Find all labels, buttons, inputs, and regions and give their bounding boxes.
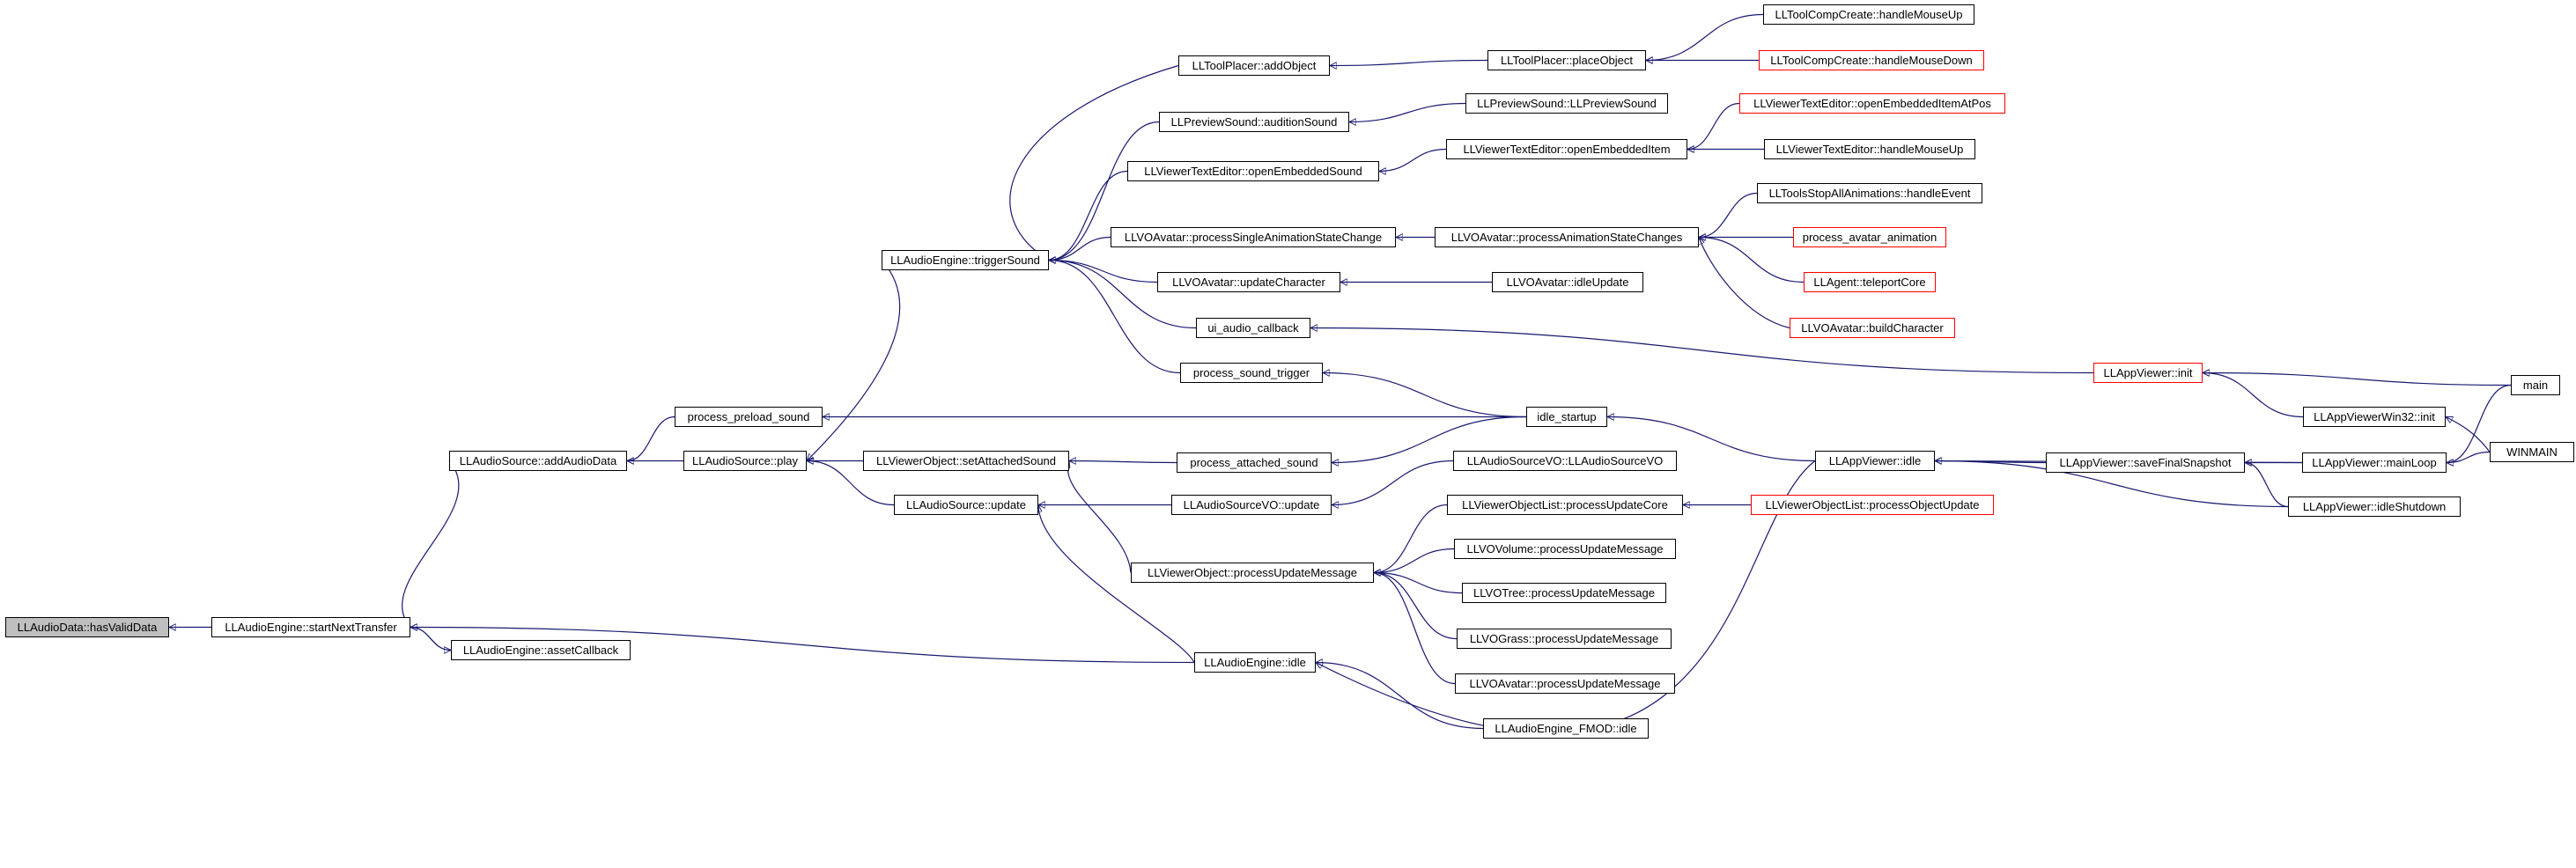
graph-node-ui-audio-callback[interactable]: ui_audio_callback (1196, 318, 1310, 338)
edge-buildCharacter-to-animChanges (1699, 238, 1790, 329)
edge-winmain-to-mainLoop (2447, 451, 2491, 463)
edge-appInit-to-uiAudioCallback (1310, 328, 2094, 374)
graph-node-h-mouse-up1[interactable]: LLToolCompCreate::handleMouseUp (1763, 4, 1974, 25)
graph-node-attached-sound[interactable]: process_attached_sound (1177, 452, 1332, 473)
edge-grassPUM-to-processUpdateMessage (1374, 573, 1458, 640)
edge-winmain-to-win32Init (2446, 416, 2491, 452)
edge-avatarPUM-to-processUpdateMessage (1374, 573, 1456, 685)
edge-startNextTransfer-to-assetCallback (410, 626, 452, 651)
graph-node-idle-update[interactable]: LLVOAvatar::idleUpdate (1492, 272, 1643, 292)
edge-srcVOCtor-to-srcVOUpdate (1332, 460, 1454, 505)
edge-main-to-appInit (2203, 373, 2512, 386)
edge-srcUpdate-to-play (807, 461, 895, 506)
edge-volumePUM-to-processUpdateMessage (1374, 548, 1455, 573)
edge-idleStartup-to-processSoundTrigger (1323, 373, 1527, 418)
graph-node-set-attached-sound[interactable]: LLViewerObject::setAttachedSound (863, 451, 1069, 471)
edge-updateCharacter-to-triggerSound (1049, 261, 1158, 283)
edge-win32Init-to-appInit (2203, 373, 2304, 418)
edge-auditionSound-to-triggerSound (1049, 121, 1160, 261)
graph-node-src-v-o-ctor[interactable]: LLAudioSourceVO::LLAudioSourceVO (1453, 451, 1677, 471)
edge-engineIdle-to-srcUpdate (1038, 505, 1195, 663)
edge-engineIdle-to-startNextTransfer (410, 628, 1195, 664)
graph-node-main[interactable]: main (2511, 375, 2560, 395)
graph-node-teleport-core[interactable]: LLAgent::teleportCore (1804, 272, 1936, 292)
edge-idleShutdown-to-saveFinalSnapshot (2244, 463, 2289, 508)
graph-node-open-embedded-item[interactable]: LLViewerTextEditor::openEmbeddedItem (1446, 139, 1687, 159)
edge-hMouseUp1-to-placeObject (1646, 13, 1764, 61)
graph-node-single-anim[interactable]: LLVOAvatar::processSingleAnimationStateC… (1111, 227, 1396, 247)
edge-appIdle-to-idleStartup (1607, 417, 1816, 462)
edge-treePUM-to-processUpdateMessage (1374, 573, 1463, 594)
graph-node-stop-all-anims[interactable]: LLToolsStopAllAnimations::handleEvent (1757, 183, 1982, 203)
graph-node-play[interactable]: LLAudioSource::play (683, 451, 807, 471)
edge-main-to-mainLoop (2447, 384, 2512, 463)
graph-node-idle-startup[interactable]: idle_startup (1526, 407, 1607, 427)
edge-placeObject-to-addObject (1330, 59, 1488, 66)
graph-node-winmain[interactable]: WINMAIN (2490, 442, 2574, 462)
edge-previewCtor-to-auditionSound (1349, 102, 1466, 122)
edge-idleStartup-to-attachedSound (1332, 416, 1527, 463)
graph-node-audition-sound[interactable]: LLPreviewSound::auditionSound (1159, 112, 1349, 132)
graph-node-idle-shutdown[interactable]: LLAppViewer::idleShutdown (2288, 497, 2461, 517)
edge-processUpdateMessage-to-setAttachedSound (1067, 461, 1132, 573)
edge-teleportCore-to-animChanges (1699, 238, 1805, 283)
graph-node-app-idle[interactable]: LLAppViewer::idle (1815, 451, 1935, 471)
edge-openItemAtPos-to-openEmbeddedItem (1687, 102, 1740, 150)
graph-node-tree-p-u-m[interactable]: LLVOTree::processUpdateMessage (1462, 583, 1666, 603)
edge-openEmbeddedSound-to-triggerSound (1049, 170, 1128, 261)
edge-fmodIdle-to-engineIdle (1316, 663, 1484, 730)
graph-node-grass-p-u-m[interactable]: LLVOGrass::processUpdateMessage (1457, 629, 1672, 649)
graph-node-add-audio-data[interactable]: LLAudioSource::addAudioData (449, 451, 627, 471)
graph-node-process-avatar-anim[interactable]: process_avatar_animation (1793, 227, 1946, 247)
graph-node-fmod-idle[interactable]: LLAudioEngine_FMOD::idle (1483, 718, 1649, 739)
edge-triggerSound-to-play (807, 260, 901, 461)
edge-addObject-to-triggerSound (1009, 64, 1179, 261)
graph-node-asset-callback[interactable]: LLAudioEngine::assetCallback (451, 640, 631, 660)
edge-preloadSound-to-addAudioData (626, 416, 675, 461)
graph-node-src-v-o-update[interactable]: LLAudioSourceVO::update (1171, 495, 1332, 515)
graph-node-h-mouse-down[interactable]: LLToolCompCreate::handleMouseDown (1759, 50, 1984, 70)
graph-node-engine-idle[interactable]: LLAudioEngine::idle (1194, 652, 1316, 673)
graph-node-save-final-snapshot[interactable]: LLAppViewer::saveFinalSnapshot (2046, 452, 2245, 473)
graph-node-app-init[interactable]: LLAppViewer::init (2093, 363, 2203, 383)
edge-stopAllAnims-to-animChanges (1699, 192, 1758, 238)
edge-singleAnim-to-triggerSound (1049, 236, 1111, 261)
graph-node-anim-changes[interactable]: LLVOAvatar::processAnimationStateChanges (1435, 227, 1699, 247)
graph-node-h-mouse-up2[interactable]: LLViewerTextEditor::handleMouseUp (1764, 139, 1975, 159)
graph-node-add-object[interactable]: LLToolPlacer::addObject (1178, 55, 1330, 76)
graph-node-process-update-core[interactable]: LLViewerObjectList::processUpdateCore (1447, 495, 1683, 515)
graph-node-root: LLAudioData::hasValidData (5, 617, 169, 637)
graph-node-trigger-sound[interactable]: LLAudioEngine::triggerSound (882, 250, 1049, 270)
edge-openEmbeddedItem-to-openEmbeddedSound (1379, 148, 1447, 172)
graph-node-main-loop[interactable]: LLAppViewer::mainLoop (2302, 452, 2447, 473)
graph-node-avatar-p-u-m[interactable]: LLVOAvatar::processUpdateMessage (1455, 673, 1675, 694)
edge-processUpdateCore-to-processUpdateMessage (1374, 504, 1448, 573)
graph-node-open-item-at-pos[interactable]: LLViewerTextEditor::openEmbeddedItemAtPo… (1739, 93, 2005, 114)
graph-node-src-update[interactable]: LLAudioSource::update (894, 495, 1038, 515)
graph-node-place-object[interactable]: LLToolPlacer::placeObject (1487, 50, 1646, 70)
edge-processSoundTrigger-to-triggerSound (1049, 261, 1181, 374)
graph-node-update-character[interactable]: LLVOAvatar::updateCharacter (1157, 272, 1340, 292)
edge-uiAudioCallback-to-triggerSound (1049, 261, 1197, 329)
graph-node-preload-sound[interactable]: process_preload_sound (675, 407, 823, 427)
edge-attachedSound-to-setAttachedSound (1069, 461, 1177, 463)
graph-node-volume-p-u-m[interactable]: LLVOVolume::processUpdateMessage (1454, 539, 1676, 559)
graph-node-process-sound-trigger[interactable]: process_sound_trigger (1180, 363, 1323, 383)
graph-node-build-character[interactable]: LLVOAvatar::buildCharacter (1790, 318, 1955, 338)
edge-addAudioData-to-startNextTransfer (402, 460, 460, 628)
graph-node-preview-ctor[interactable]: LLPreviewSound::LLPreviewSound (1465, 93, 1668, 114)
graph-node-process-update-message[interactable]: LLViewerObject::processUpdateMessage (1131, 563, 1374, 583)
graph-node-open-embedded-sound[interactable]: LLViewerTextEditor::openEmbeddedSound (1127, 161, 1379, 181)
edge-idleShutdown-to-appIdle (1935, 461, 2289, 508)
graph-node-start-next-transfer[interactable]: LLAudioEngine::startNextTransfer (211, 617, 410, 637)
graph-node-win32-init[interactable]: LLAppViewerWin32::init (2303, 407, 2446, 427)
graph-node-process-object-update[interactable]: LLViewerObjectList::processObjectUpdate (1751, 495, 1994, 515)
